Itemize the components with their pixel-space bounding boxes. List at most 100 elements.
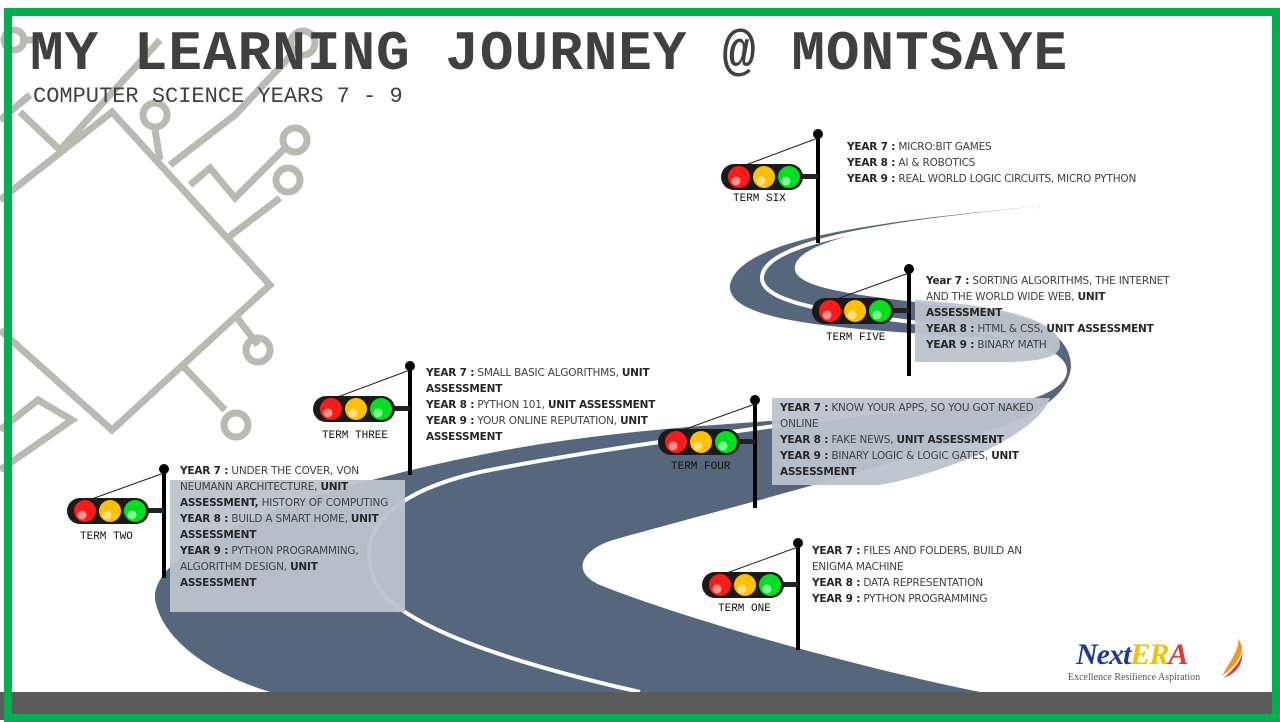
year-key: YEAR 9 : bbox=[180, 545, 229, 557]
topic-text: YOUR ONLINE REPUTATION, bbox=[474, 415, 621, 427]
pole-cap bbox=[904, 264, 914, 274]
year-key: YEAR 7 : bbox=[180, 465, 229, 477]
arm bbox=[390, 406, 410, 411]
year-line: YEAR 7 : UNDER THE COVER, VON NEUMANN AR… bbox=[180, 463, 395, 511]
logo-wordmark: NextERA bbox=[1076, 638, 1188, 672]
traffic-light-icon bbox=[702, 538, 803, 650]
light-highlight bbox=[781, 176, 791, 186]
topic-text: REAL WORLD LOGIC CIRCUITS, MICRO PYTHON bbox=[895, 173, 1137, 185]
year-line: YEAR 9 : BINARY LOGIC & LOGIC GATES, UNI… bbox=[780, 448, 1050, 480]
year-line: YEAR 8 : BUILD A SMART HOME, UNIT ASSESS… bbox=[180, 511, 395, 543]
topic-text: PYTHON 101, bbox=[474, 399, 548, 411]
flame-icon bbox=[1222, 638, 1243, 678]
term-three-info: YEAR 7 : SMALL BASIC ALGORITHMS, UNIT AS… bbox=[426, 365, 666, 445]
term-four-label: TERM FOUR bbox=[671, 461, 731, 473]
year-key: YEAR 7 : bbox=[847, 141, 896, 153]
green-light bbox=[869, 300, 891, 322]
wire bbox=[679, 403, 756, 432]
traffic-light-icon bbox=[721, 129, 823, 243]
term-four-panel bbox=[772, 398, 1050, 485]
red-light bbox=[320, 398, 342, 420]
year-key: YEAR 8 : bbox=[812, 577, 861, 589]
topic-text: KNOW YOUR APPS, SO YOU GOT NAKED ONLINE bbox=[780, 402, 1034, 430]
light-highlight bbox=[847, 310, 857, 320]
topic-text: MICRO:BIT GAMES bbox=[895, 141, 992, 153]
light-highlight bbox=[127, 510, 137, 520]
year-line: YEAR 8 : HTML & CSS, UNIT ASSESSMENT bbox=[926, 321, 1176, 337]
pole-cap bbox=[813, 129, 823, 139]
year-line: YEAR 8 : DATA REPRESENTATION bbox=[812, 575, 1052, 591]
light-highlight bbox=[712, 584, 722, 594]
amber-light bbox=[345, 398, 367, 420]
year-line: YEAR 8 : FAKE NEWS, UNIT ASSESSMENT bbox=[780, 432, 1050, 448]
topic-text: DATA REPRESENTATION bbox=[860, 577, 983, 589]
pole-cap bbox=[405, 361, 415, 371]
year-line: YEAR 7 : KNOW YOUR APPS, SO YOU GOT NAKE… bbox=[780, 400, 1050, 432]
wire bbox=[723, 546, 799, 575]
year-key: YEAR 7 : bbox=[812, 545, 861, 557]
year-key: YEAR 9 : bbox=[926, 339, 975, 351]
topic-text: HISTORY OF COMPUTING bbox=[258, 497, 389, 509]
term-four-info: YEAR 7 : KNOW YOUR APPS, SO YOU GOT NAKE… bbox=[780, 400, 1050, 480]
light-highlight bbox=[822, 310, 832, 320]
arm bbox=[798, 174, 818, 179]
wire bbox=[88, 472, 165, 501]
amber-light bbox=[844, 300, 866, 322]
light-highlight bbox=[348, 408, 358, 418]
page-subtitle: COMPUTER SCIENCE YEARS 7 - 9 bbox=[33, 84, 403, 109]
traffic-light-icon bbox=[812, 264, 914, 376]
page-title: MY LEARNING JOURNEY @ MONTSAYE bbox=[30, 22, 1069, 86]
wire bbox=[742, 137, 819, 167]
topic-text: AI & ROBOTICS bbox=[895, 157, 976, 169]
term-two-panel bbox=[170, 480, 405, 612]
circuit-decoration bbox=[0, 26, 319, 473]
red-light bbox=[819, 300, 841, 322]
winding-road bbox=[154, 206, 1071, 694]
assessment-text: UNIT ASSESSMENT bbox=[1046, 323, 1154, 335]
traffic-light-icon bbox=[313, 361, 415, 475]
nextera-logo: NextERA Excellence Resilience Aspiration bbox=[1068, 636, 1248, 686]
green-light bbox=[124, 500, 146, 522]
term-two-label: TERM TWO bbox=[80, 531, 133, 543]
green-light bbox=[370, 398, 392, 420]
year-line: YEAR 8 : AI & ROBOTICS bbox=[847, 155, 1187, 171]
light-highlight bbox=[102, 510, 112, 520]
year-key: YEAR 9 : bbox=[780, 450, 829, 462]
year-line: YEAR 7 : FILES AND FOLDERS, BUILD AN ENI… bbox=[812, 543, 1052, 575]
year-key: YEAR 9 : bbox=[426, 415, 475, 427]
assessment-text: UNIT ASSESSMENT bbox=[926, 291, 1106, 319]
logo-tagline: Excellence Resilience Aspiration bbox=[1068, 672, 1201, 683]
year-key: YEAR 8 : bbox=[180, 513, 229, 525]
assessment-text: UNIT ASSESSMENT bbox=[180, 561, 318, 589]
term-three-label: TERM THREE bbox=[322, 430, 389, 442]
green-light bbox=[778, 166, 800, 188]
assessment-text: UNIT ASSESSMENT bbox=[180, 513, 379, 541]
topic-text: FAKE NEWS, bbox=[828, 434, 897, 446]
year-key: YEAR 9 : bbox=[847, 173, 896, 185]
topic-text: BINARY LOGIC & LOGIC GATES, bbox=[828, 450, 992, 462]
year-key: YEAR 7 : bbox=[426, 367, 475, 379]
light-highlight bbox=[872, 310, 882, 320]
light-highlight bbox=[323, 408, 333, 418]
amber-light bbox=[734, 574, 756, 596]
term-five-info: Year 7 : SORTING ALGORITHMS, THE INTERNE… bbox=[926, 273, 1176, 353]
topic-text: UNDER THE COVER, VON NEUMANN ARCHITECTUR… bbox=[180, 465, 359, 493]
year-line: YEAR 9 : PYTHON PROGRAMMING, ALGORITHM D… bbox=[180, 543, 395, 591]
light-highlight bbox=[668, 441, 678, 451]
year-line: YEAR 7 : SMALL BASIC ALGORITHMS, UNIT AS… bbox=[426, 365, 666, 397]
light-highlight bbox=[762, 584, 772, 594]
red-light bbox=[709, 574, 731, 596]
assessment-text: UNIT ASSESSMENT bbox=[896, 434, 1004, 446]
amber-light bbox=[99, 500, 121, 522]
year-line: Year 7 : SORTING ALGORITHMS, THE INTERNE… bbox=[926, 273, 1176, 321]
topic-text: HTML & CSS, bbox=[974, 323, 1047, 335]
term-six-label: TERM SIX bbox=[733, 193, 786, 205]
logo-a: A bbox=[1168, 638, 1188, 671]
year-key: Year 7 : bbox=[926, 275, 970, 287]
logo-next: Next bbox=[1076, 638, 1131, 671]
topic-text: BUILD A SMART HOME, bbox=[228, 513, 351, 525]
topic-text: FILES AND FOLDERS, BUILD AN ENIGMA MACHI… bbox=[812, 545, 1022, 573]
term-six-info: YEAR 7 : MICRO:BIT GAMES YEAR 8 : AI & RO… bbox=[847, 139, 1187, 187]
pole-cap bbox=[159, 464, 169, 474]
